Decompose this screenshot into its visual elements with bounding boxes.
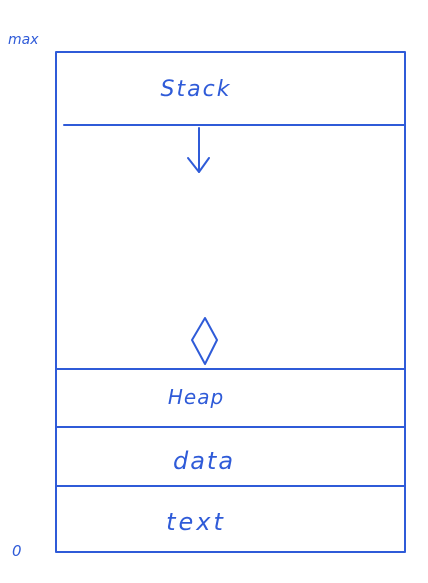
diamond-arrow-up-icon	[191, 317, 218, 365]
heap-label: Heap	[168, 385, 224, 409]
max-label: max	[8, 32, 39, 48]
zero-label: 0	[12, 542, 22, 560]
stack-label: Stack	[161, 77, 232, 102]
memory-box	[55, 51, 406, 553]
data-label: data	[173, 447, 235, 475]
arrow-down-icon	[187, 127, 210, 173]
text-label: text	[166, 508, 226, 536]
